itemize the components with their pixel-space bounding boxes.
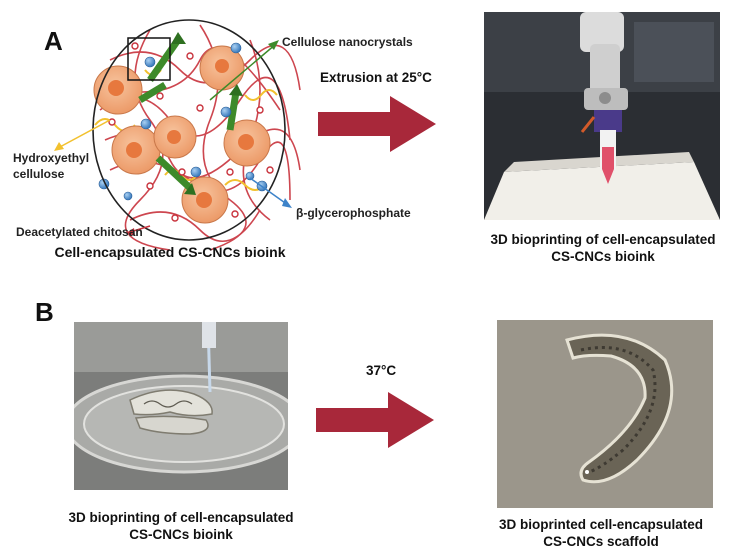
bioprinting-caption-line2: CS-CNCs bioink: [551, 249, 655, 264]
scaffold-caption-line2: CS-CNCs scaffold: [543, 534, 659, 549]
panel-b-letter: B: [35, 297, 54, 327]
printing-dish-photo: [74, 322, 288, 490]
beta-glycerophosphate-beads: [98, 42, 268, 201]
bgp-pointer: [249, 177, 289, 206]
printing-caption-line1: 3D bioprinting of cell-encapsulated: [68, 510, 294, 525]
panel-a-letter: A: [44, 26, 63, 56]
cellulose-nanocrystals: [138, 37, 240, 191]
printing-caption-line2: CS-CNCs bioink: [129, 527, 233, 542]
zoom-box: [127, 37, 171, 81]
extrusion-arrow: [318, 96, 436, 152]
cnc-pointer: [209, 43, 277, 101]
bioink-caption: Cell-encapsulated CS-CNCs bioink: [54, 244, 286, 260]
hydroxyethyl-label-line2: cellulose: [13, 167, 65, 181]
bioprinter-photo: [484, 12, 720, 220]
scaffold-caption-line1: 3D bioprinted cell-encapsulated: [498, 517, 704, 532]
cell: [93, 65, 143, 115]
cellulose-nanocrystals-label: Cellulose nanocrystals: [282, 35, 413, 49]
scaffold-photo: [497, 320, 713, 508]
chitosan-beads: [108, 42, 274, 222]
temperature-label: 37°C: [366, 363, 397, 378]
hec-pointer: [57, 119, 111, 149]
cell: [153, 115, 197, 159]
cell: [223, 119, 271, 167]
incubation-arrow: [316, 392, 434, 448]
extrusion-label: Extrusion at 25°C: [320, 70, 432, 85]
beta-glycerophosphate-label: β-glycerophosphate: [296, 206, 411, 220]
deacetylated-chitosan-label: Deacetylated chitosan: [16, 225, 143, 239]
hydroxyethyl-label-line1: Hydroxyethyl: [13, 151, 90, 165]
bioprinting-caption-line1: 3D bioprinting of cell-encapsulated: [490, 232, 716, 247]
cell: [111, 125, 161, 175]
